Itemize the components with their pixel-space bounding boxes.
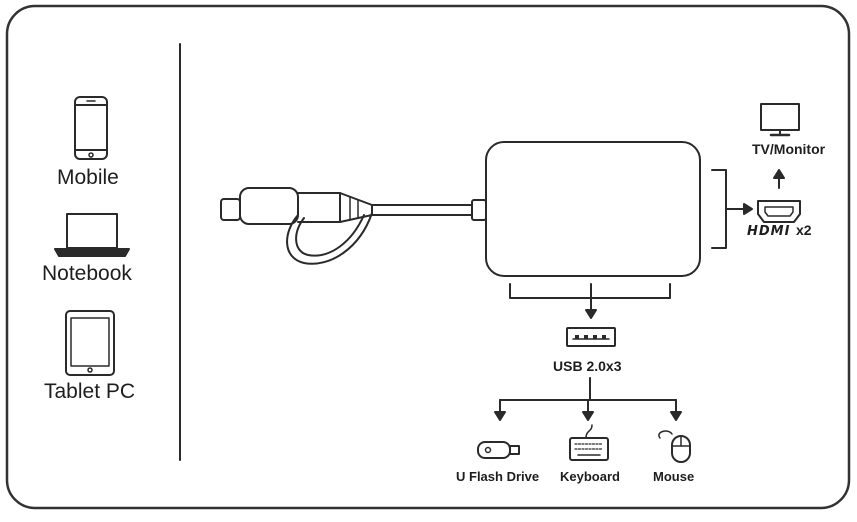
adapter-plug-icon: [220, 187, 373, 265]
hub-body: [485, 141, 701, 277]
hdmi-logo-text: HDMI: [747, 224, 791, 239]
cable: [371, 199, 487, 221]
keyboard-icon: [569, 424, 609, 461]
usb-port-icon: [566, 327, 616, 347]
hdmi-port-icon: [757, 200, 801, 223]
notebook-laptop-icon: [54, 213, 130, 257]
tv-monitor-icon: [760, 103, 800, 137]
hdmi-count-label: x2: [796, 222, 812, 238]
tablet-icon: [65, 310, 115, 376]
mobile-phone-icon: [74, 96, 108, 160]
mouse-icon: [658, 430, 691, 463]
outer-frame: [5, 4, 851, 510]
usb-port-label: USB 2.0x3: [553, 358, 622, 374]
usb-bracket: [509, 283, 671, 319]
tablet-pc-label: Tablet PC: [44, 380, 136, 403]
usb-distribution-lines: [494, 377, 682, 421]
monitor-arrow: [773, 169, 785, 189]
mobile-label: Mobile: [57, 166, 119, 189]
flash-drive-label: U Flash Drive: [456, 469, 540, 484]
keyboard-label: Keyboard: [560, 469, 620, 484]
flash-drive-icon: [477, 441, 520, 459]
tv-monitor-label: TV/Monitor: [752, 141, 826, 157]
notebook-label: Notebook: [42, 262, 132, 285]
mouse-label: Mouse: [653, 469, 695, 484]
hdmi-bracket: [711, 169, 753, 249]
